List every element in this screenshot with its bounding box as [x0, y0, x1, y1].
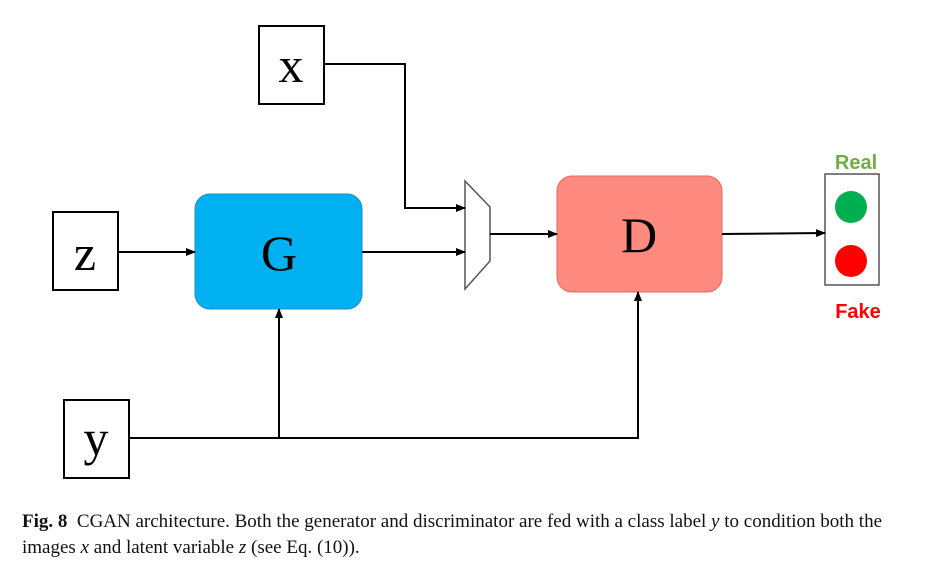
figure-number: Fig. 8 [22, 511, 68, 532]
caption-text-2: to condition both the images [22, 511, 883, 558]
input-z-node: z [52, 211, 119, 291]
caption-var-y: y [711, 511, 720, 532]
cgan-diagram: x z y G D Real Fake [52, 25, 881, 479]
real-indicator-icon [835, 191, 867, 223]
caption-var-x: x [80, 537, 90, 558]
discriminator-node: D [556, 175, 723, 293]
input-z-label: z [74, 225, 96, 281]
real-label: Real [835, 152, 877, 174]
caption-text-4: (see Eq. (10)). [246, 537, 360, 558]
fake-label: Fake [835, 301, 881, 323]
edge-discriminator-to-output [721, 229, 826, 238]
selector-trapezoid [464, 179, 491, 291]
input-y-label: y [84, 410, 109, 466]
caption-text-3: and latent variable [89, 537, 239, 558]
input-x-label: x [279, 37, 304, 93]
fake-indicator-icon [835, 245, 867, 277]
output-panel [824, 173, 880, 286]
generator-label: G [261, 225, 297, 281]
input-x-node: x [258, 25, 325, 105]
generator-node: G [194, 193, 363, 310]
discriminator-label: D [621, 207, 657, 263]
figure-caption: Fig. 8 CGAN architecture. Both the gener… [22, 509, 912, 561]
input-y-node: y [63, 399, 130, 479]
edge-y-to-discriminator [129, 291, 642, 439]
edge-x-to-selector [324, 63, 466, 212]
caption-text-1: CGAN architecture. Both the generator an… [76, 511, 712, 532]
caption-var-z: z [238, 537, 247, 558]
